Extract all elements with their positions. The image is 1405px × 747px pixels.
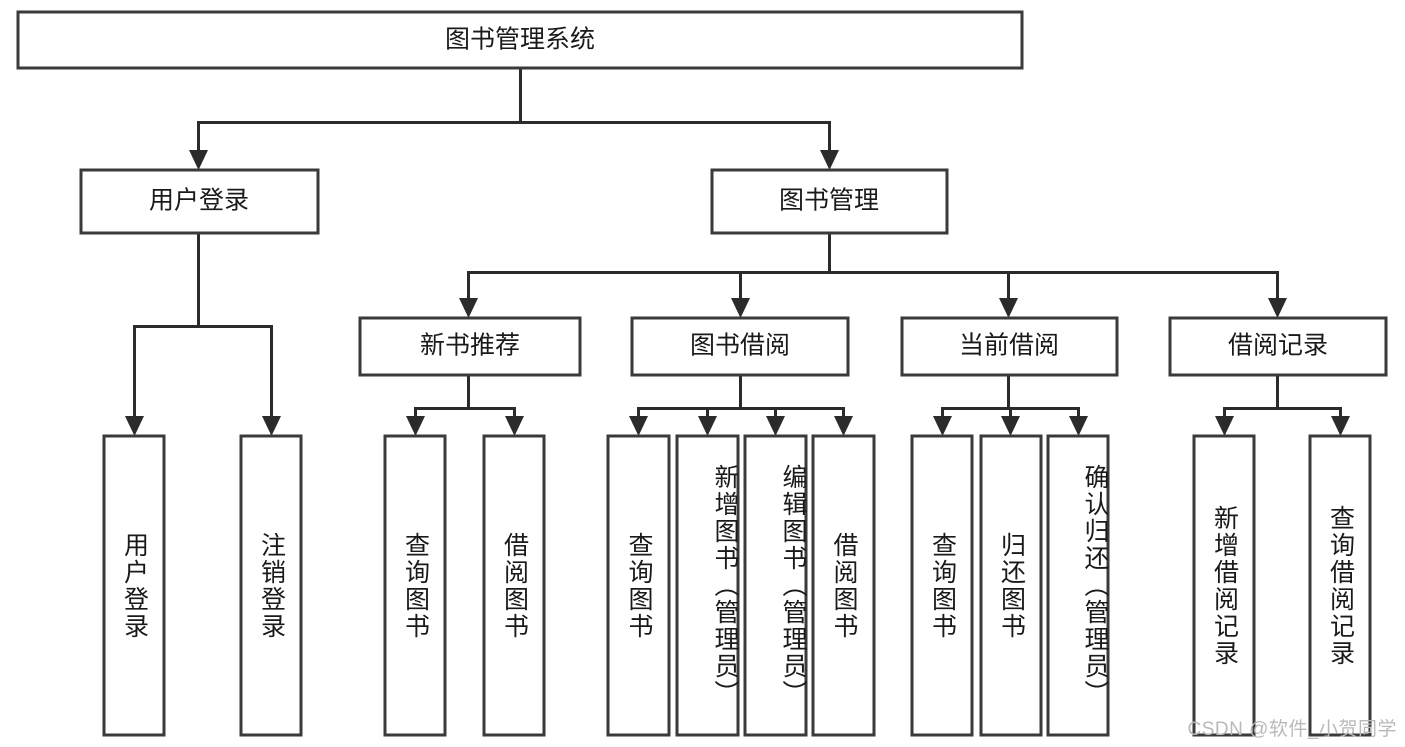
node-user-login[interactable]: 用户登录 <box>79 168 320 235</box>
node-root[interactable]: 图书管理系统 <box>16 10 1024 70</box>
leaf-box-query-borrow-record[interactable] <box>1308 434 1372 737</box>
leaf-box-return-book[interactable] <box>979 434 1043 737</box>
arrow-head-to-new-book-rec <box>459 298 478 318</box>
node-book-borrow-label: 图书借阅 <box>690 332 790 360</box>
arrow-head-to-user-login <box>189 150 208 170</box>
node-current-borrow-label: 当前借阅 <box>959 332 1059 360</box>
leaf-box-user-login[interactable] <box>102 434 166 737</box>
arrow-head-br-leaf-1 <box>1215 416 1234 436</box>
node-new-book-recommend-box[interactable] <box>358 316 582 377</box>
node-root-box[interactable] <box>16 10 1024 70</box>
leaf-box-group <box>102 434 1372 737</box>
node-book-borrow-box[interactable] <box>630 316 850 377</box>
leaf-box-borrow-book-bb[interactable] <box>811 434 876 737</box>
node-new-book-recommend[interactable]: 新书推荐 <box>358 316 582 377</box>
arrow-head-bb-leaf-2 <box>698 416 717 436</box>
node-borrow-record[interactable]: 借阅记录 <box>1168 316 1388 377</box>
node-current-borrow-box[interactable] <box>900 316 1119 377</box>
arrow-head-bb-leaf-4 <box>834 416 853 436</box>
arrow-head-nbr-leaf-1 <box>406 416 425 436</box>
connector-group-new-book-rec <box>406 373 524 436</box>
leaf-box-logout[interactable] <box>239 434 303 737</box>
node-book-borrow[interactable]: 图书借阅 <box>630 316 850 377</box>
arrow-head-br-leaf-2 <box>1331 416 1350 436</box>
leaf-box-query-book-nbr[interactable] <box>383 434 447 737</box>
arrow-head-to-borrow-record <box>1268 298 1287 318</box>
connector-group-user-login <box>125 231 281 436</box>
csdn-watermark: CSDN @软件_小贺同学 <box>1187 719 1397 740</box>
node-user-login-label: 用户登录 <box>149 187 249 215</box>
connector-group-root <box>189 66 839 170</box>
connector-group-current-borrow <box>933 373 1088 436</box>
arrow-head-bb-leaf-3 <box>766 416 785 436</box>
node-current-borrow[interactable]: 当前借阅 <box>900 316 1119 377</box>
connector-group-book-borrow <box>629 373 853 436</box>
arrow-head-to-current-borrow <box>999 298 1018 318</box>
node-new-book-recommend-label: 新书推荐 <box>420 332 520 360</box>
arrow-head-to-logout-leaf <box>262 416 281 436</box>
arrow-head-cb-leaf-1 <box>933 416 952 436</box>
arrow-head-bb-leaf-1 <box>629 416 648 436</box>
leaf-box-query-book-cb[interactable] <box>910 434 974 737</box>
arrow-head-cb-leaf-3 <box>1069 416 1088 436</box>
leaf-box-borrow-book-nbr[interactable] <box>482 434 546 737</box>
arrow-head-to-book-borrow <box>731 298 750 318</box>
leaf-box-confirm-return-admin[interactable] <box>1046 434 1110 737</box>
node-book-management-box[interactable] <box>710 168 949 235</box>
arrow-head-cb-leaf-2 <box>1001 416 1020 436</box>
leaf-box-add-book-admin[interactable] <box>675 434 740 737</box>
connector-group-book-mgmt <box>459 231 1287 318</box>
leaf-box-add-borrow-record[interactable] <box>1192 434 1256 737</box>
node-user-login-box[interactable] <box>79 168 320 235</box>
leaf-box-query-book-bb[interactable] <box>606 434 671 737</box>
arrow-head-to-book-mgmt <box>820 150 839 170</box>
arrow-head-nbr-leaf-2 <box>505 416 524 436</box>
connector-group-borrow-record <box>1215 373 1350 436</box>
arrow-head-to-user-login-leaf <box>125 416 144 436</box>
node-borrow-record-box[interactable] <box>1168 316 1388 377</box>
node-book-management[interactable]: 图书管理 <box>710 168 949 235</box>
node-root-label: 图书管理系统 <box>445 26 595 54</box>
node-borrow-record-label: 借阅记录 <box>1228 332 1328 360</box>
node-book-management-label: 图书管理 <box>779 187 879 215</box>
leaf-box-edit-book-admin[interactable] <box>743 434 808 737</box>
